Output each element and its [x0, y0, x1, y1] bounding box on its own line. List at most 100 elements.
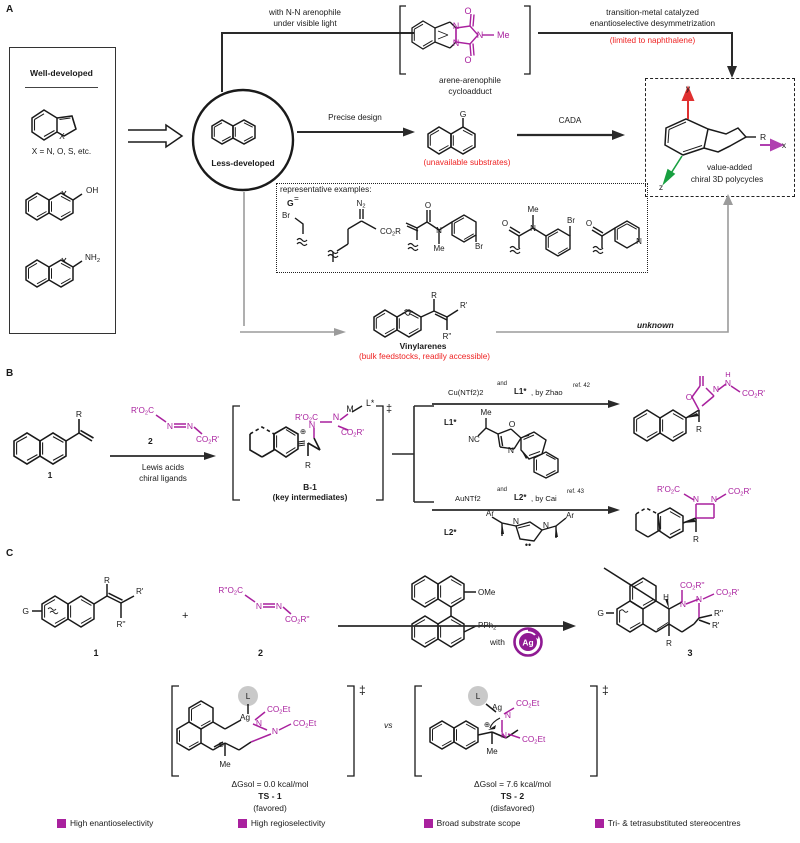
ts1-ddagger: ‡ — [359, 683, 366, 697]
prod3-n1: N — [680, 599, 686, 609]
reagent-ester-top: R'O2C — [131, 406, 154, 417]
ts2-ester2: CO2Et — [522, 735, 546, 746]
o-label: O — [502, 219, 508, 228]
prod1-o: O — [686, 392, 693, 402]
panelb-bottom-product: R'O2C N N CO2R' R — [635, 485, 751, 544]
ts1-l: L — [246, 692, 251, 701]
panelb-l2-tag: L2* — [444, 528, 457, 537]
prod3-ester1: CO2R'' — [680, 581, 705, 592]
vinyl-rpp-label: R'' — [443, 332, 452, 341]
vs-label: vs — [384, 720, 393, 730]
vinylarenes-title: Vinylarenes — [399, 341, 447, 351]
legend-label: Tri- & tetrasubstituted stereocentres — [607, 818, 741, 828]
panelc-reagent-number: 2 — [258, 648, 264, 658]
precise-design-arrow — [297, 127, 415, 137]
hub-down-connector — [243, 192, 245, 326]
intermediate-ddagger: ‡ — [386, 403, 392, 415]
rep-group-bromoalkyl: Br — [282, 211, 308, 247]
panelb-top-arrow — [432, 400, 620, 408]
panelb-bottom-ligand: L2* — [514, 493, 527, 502]
legend-label: High enantioselectivity — [70, 818, 154, 828]
l2-n-left: N — [513, 516, 519, 526]
br-label: Br — [282, 211, 290, 220]
panelc-product-3: G H N N CO2R'' CO2R' R'' R' R — [597, 567, 739, 648]
n-label: N — [436, 226, 442, 235]
panelb-top-product: O N N H CO2R' R — [633, 370, 765, 442]
polycycle-structure: y x z R — [659, 83, 787, 192]
intermediate-metal: M — [346, 404, 353, 414]
prod1-n2: N — [725, 378, 731, 388]
legend-item-1: High regioselectivity — [237, 818, 424, 828]
ts2-n2: N — [501, 730, 507, 740]
o-label: O — [586, 219, 592, 228]
intermediate-n-top: N — [333, 412, 340, 422]
panelb-top-and: and — [497, 381, 508, 387]
panelb-conditions-line2: chiral ligands — [139, 474, 187, 483]
oh-atom-label: OH — [86, 186, 98, 195]
route-top-label-line2: under visible light — [273, 19, 337, 28]
substrate-r-label: R — [76, 409, 82, 419]
ts2-ligand-sphere — [468, 686, 488, 706]
o-bottom-label: O — [464, 55, 471, 65]
intermediate-ester1: R'O2C — [295, 413, 318, 424]
ts1-ester1: CO2Et — [267, 705, 291, 716]
ts2-charge: ⊕ — [484, 720, 490, 729]
ts2-energy: ΔGsol = 7.6 kcal/mol — [473, 779, 552, 789]
ag-label: Ag — [522, 638, 533, 648]
prod3-g: G — [597, 608, 604, 618]
panelb-l1-structure: Me NC O N — [468, 408, 559, 479]
panelc-azo-reagent: R''O2C N N CO2R'' — [218, 586, 310, 626]
ts2-ester1: CO2Et — [516, 699, 540, 710]
rep-group-amide: O N Me Br — [502, 205, 575, 257]
ts1-n1: N — [256, 718, 262, 728]
intermediate-r: R — [305, 461, 311, 470]
open-arrow — [128, 123, 184, 149]
panelb-top-catalyst: Cu(NTf2)2 — [448, 388, 483, 397]
panelc-reagent-ester-top: R''O2C — [218, 586, 243, 597]
ts1-ag: Ag — [240, 713, 250, 722]
tm-arrow — [538, 32, 737, 78]
panelc-r-label: R — [104, 576, 110, 585]
me-label: Me — [433, 244, 445, 253]
rep-g-label: G — [287, 198, 294, 208]
prod2-n2: N — [711, 494, 717, 504]
rep-g-equals: = — [294, 194, 299, 203]
route-top-label-line1: with N-N arenophile — [269, 8, 341, 17]
cada-arrow — [517, 130, 625, 140]
prod2-r: R — [693, 535, 699, 544]
product-caption-line1: value-added — [706, 163, 753, 172]
rep-group-pyridylketone: O N — [586, 219, 642, 255]
panelc-substrate-1: G R R' R'' — [22, 576, 144, 629]
nh2-atom-label: NH2 — [85, 253, 100, 264]
n-me-label: N — [477, 30, 484, 40]
legend-swatch-icon — [423, 818, 433, 828]
panelc-plus: + — [182, 610, 189, 622]
legend-item-0: High enantioselectivity — [57, 818, 238, 828]
well-developed-title: Well-developed — [30, 68, 93, 78]
reagent-n2: N — [187, 421, 193, 431]
x-atom-label: X — [59, 131, 65, 141]
l2-n-right: N — [543, 520, 549, 530]
panelb-l2-structure: Ar Ar N N •• — [486, 509, 574, 550]
n-bottom-label: N — [453, 38, 460, 48]
panelb-top-author: , by Zhao — [531, 388, 563, 397]
ts2-structure: L Ag N N CO2Et CO2Et Me ⊕ ‡ — [414, 683, 609, 777]
panelc-rpp-label: R'' — [116, 620, 125, 629]
panelb-bottom-and: and — [497, 487, 508, 493]
ts2-ddagger: ‡ — [602, 683, 609, 697]
ts1-charge: ⊕ — [218, 740, 224, 749]
legend-label: High regioselectivity — [250, 818, 326, 828]
prod1-n1: N — [713, 384, 719, 394]
prod1-ester: CO2R' — [742, 389, 765, 400]
unavailable-substrates-note: (unavailable substrates) — [423, 158, 511, 167]
panelc-rp-label: R' — [136, 587, 144, 596]
ts2-me: Me — [486, 747, 498, 756]
br-label: Br — [567, 216, 575, 225]
ts2-note: (disfavored) — [490, 803, 535, 813]
catalyst-ome: OMe — [478, 588, 496, 597]
ts1-me: Me — [219, 760, 231, 769]
reagent-n1: N — [167, 421, 173, 431]
reagent-ester-bottom: CO2R' — [196, 435, 219, 446]
vinyl-rp-label: R' — [460, 301, 468, 310]
